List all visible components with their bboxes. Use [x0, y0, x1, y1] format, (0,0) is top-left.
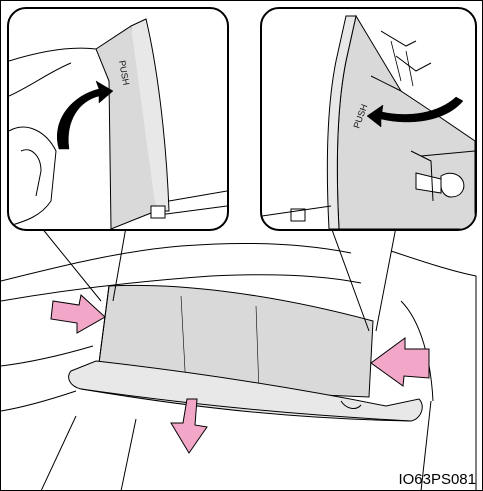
figure-code: IO63PS081 — [398, 471, 476, 488]
right-inset-knob — [441, 173, 464, 197]
dashboard-lower-left — [1, 346, 93, 366]
pink-arrow-right-icon — [51, 295, 105, 333]
pink-arrow-down-icon — [171, 399, 207, 453]
left-inset-panel: PUSH — [8, 8, 228, 230]
seat-line — [1, 391, 76, 411]
right-inset-panel: PUSH — [261, 8, 476, 230]
left-inset-catch — [151, 206, 165, 218]
pink-arrow-left-icon — [371, 338, 429, 386]
floor-line — [41, 416, 76, 491]
floor-line-2 — [121, 419, 136, 491]
